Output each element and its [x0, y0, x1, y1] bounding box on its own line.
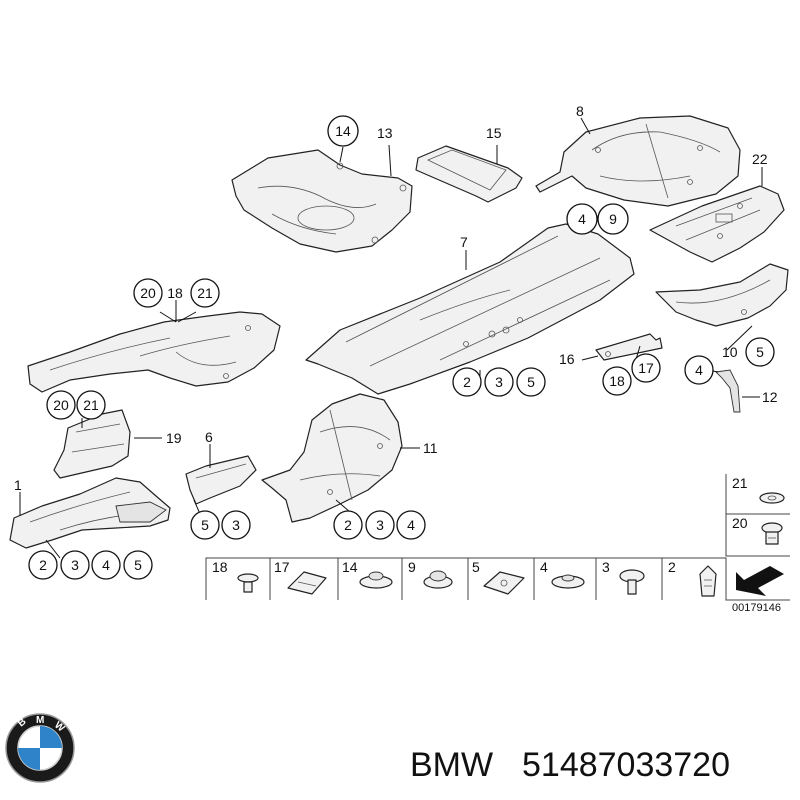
callout-7: 7	[460, 234, 468, 250]
svg-text:4: 4	[695, 362, 703, 378]
callout-1: 1	[14, 477, 22, 493]
callout-2-3-4-5-bottom-left: 2 3 4 5	[28, 550, 153, 580]
legend-label-3: 3	[602, 559, 610, 575]
legend-bottom-row: 18 17 14 9 5 4 3	[205, 557, 790, 614]
brand-name: BMW	[410, 746, 493, 784]
leader-lines	[19, 117, 763, 559]
callout-6: 6	[205, 429, 213, 445]
callout-19: 19	[166, 430, 182, 446]
bmw-logo: B M W	[5, 713, 75, 783]
callout-8: 8	[576, 103, 584, 119]
svg-text:3: 3	[71, 557, 79, 573]
legend-label-14: 14	[342, 559, 358, 575]
part-8-heat-shield	[535, 115, 741, 207]
svg-text:5: 5	[527, 374, 535, 390]
callout-15: 15	[486, 125, 502, 141]
legend-label-20: 20	[732, 515, 748, 531]
legend-label-9: 9	[408, 559, 416, 575]
svg-text:20: 20	[140, 285, 156, 301]
callout-22: 22	[752, 151, 768, 167]
svg-text:21: 21	[83, 397, 99, 413]
callout-2-3-5-middle: 2 3 5	[452, 367, 546, 397]
clip-nut-icon	[761, 522, 783, 545]
part-15-plate	[415, 145, 523, 203]
part-19-heat-shield	[53, 409, 131, 479]
svg-text:17: 17	[638, 360, 654, 376]
caption: BMW 51487033720	[410, 746, 730, 784]
svg-text:18: 18	[167, 285, 183, 301]
nut-icon	[359, 571, 393, 589]
part-12-bracket	[715, 369, 741, 413]
diagram-code: 00179146	[732, 602, 781, 614]
callout-20-21-left: 20 21	[46, 390, 106, 420]
svg-text:3: 3	[376, 517, 384, 533]
svg-text:4: 4	[578, 211, 586, 227]
callout-18-17-pair: 18 17	[602, 353, 661, 396]
legend-label-17: 17	[274, 559, 290, 575]
legend-side-column: 21 20	[725, 474, 790, 557]
part-13-heat-shield	[231, 149, 413, 253]
spring-nut-icon	[287, 571, 327, 595]
washer-icon	[759, 492, 785, 504]
callout-16: 16	[559, 351, 575, 367]
part-6-bracket	[185, 455, 257, 505]
svg-text:20: 20	[53, 397, 69, 413]
callout-14-top: 14	[327, 115, 359, 147]
svg-text:5: 5	[134, 557, 142, 573]
svg-text:2: 2	[463, 374, 471, 390]
svg-text:3: 3	[232, 517, 240, 533]
part-10-heat-shield	[655, 263, 789, 327]
legend-label-2: 2	[668, 559, 676, 575]
callout-4-right: 4	[684, 355, 714, 385]
svg-text:4: 4	[407, 517, 415, 533]
part-22-plate	[649, 185, 785, 263]
svg-text:5: 5	[201, 517, 209, 533]
callout-12: 12	[762, 389, 778, 405]
svg-text:14: 14	[335, 123, 351, 139]
legend-label-18: 18	[212, 559, 228, 575]
flange-nut-icon	[551, 574, 585, 589]
callout-4-9-pair: 4 9	[566, 203, 629, 235]
part-left-heat-shield	[27, 311, 281, 393]
part-11-heat-shield	[261, 393, 403, 523]
callout-5-right: 5	[745, 337, 775, 367]
callout-labels: 14 13 15 8 22 4 9 7 20 18 21 16 18 17 10	[14, 103, 778, 580]
expansion-nut-icon	[699, 565, 717, 597]
svg-text:2: 2	[39, 557, 47, 573]
svg-text:21: 21	[197, 285, 213, 301]
callout-13: 13	[377, 125, 393, 141]
svg-text:2: 2	[344, 517, 352, 533]
svg-text:3: 3	[495, 374, 503, 390]
clip-nut-flat-icon	[483, 571, 525, 595]
svg-text:18: 18	[609, 373, 625, 389]
part-1-heat-shield	[9, 477, 171, 549]
callout-5-3-lower: 5 3	[190, 510, 251, 540]
svg-text:5: 5	[756, 344, 764, 360]
svg-text:9: 9	[609, 211, 617, 227]
svg-text:4: 4	[102, 557, 110, 573]
legend-label-21: 21	[732, 475, 748, 491]
svg-text:M: M	[36, 715, 44, 726]
legend-label-4: 4	[540, 559, 548, 575]
callout-20-18-21-top: 20 18 21	[133, 278, 220, 308]
callout-2-3-4-lower: 2 3 4	[333, 510, 426, 540]
callout-11: 11	[423, 440, 438, 456]
legend-label-5: 5	[472, 559, 480, 575]
bolt-icon	[619, 569, 645, 595]
collar-nut-icon	[423, 570, 453, 589]
part-number: 51487033720	[522, 746, 730, 784]
screw-clip-icon	[237, 573, 259, 593]
part-7-tunnel-shield	[305, 223, 635, 395]
callout-10: 10	[722, 344, 738, 360]
part-16-bracket	[595, 333, 663, 361]
direction-arrow-icon	[736, 566, 784, 596]
